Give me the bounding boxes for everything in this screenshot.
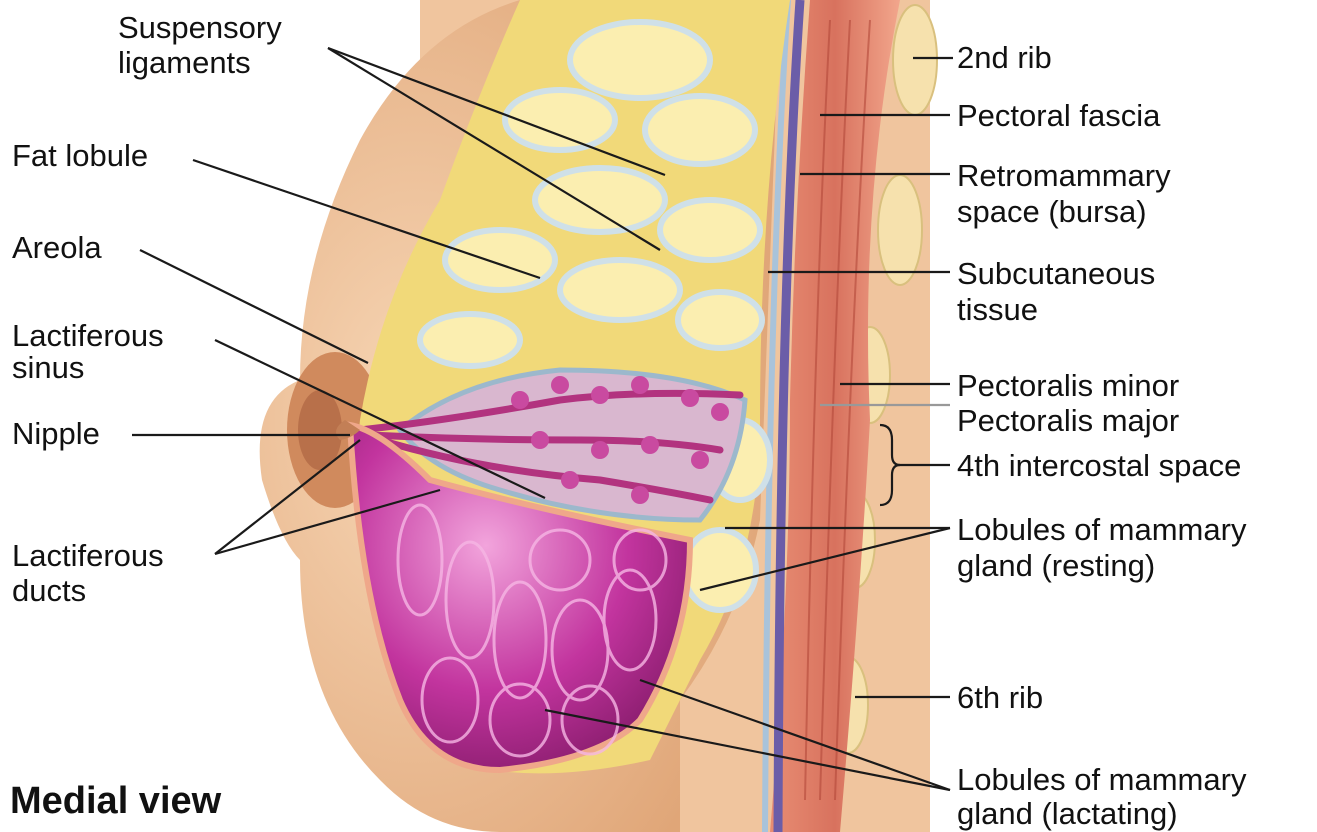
label-lobules-resting-line1: Lobules of mammary [957, 514, 1246, 545]
label-2nd-rib: 2nd rib [957, 42, 1052, 73]
label-lactiferous-sinus-line2: sinus [12, 352, 84, 383]
label-lactiferous-ducts-line1: Lactiferous [12, 540, 164, 571]
rib-3-shape [878, 175, 922, 285]
label-lactiferous-ducts-line2: ducts [12, 575, 86, 606]
label-suspensory-ligaments-line1: Suspensory [118, 12, 282, 43]
label-fat-lobule: Fat lobule [12, 140, 148, 171]
label-subcutaneous-tissue-line1: Subcutaneous [957, 258, 1155, 289]
label-lobules-resting-line2: gland (resting) [957, 550, 1155, 581]
label-nipple: Nipple [12, 418, 100, 449]
label-4th-intercostal-space: 4th intercostal space [957, 450, 1241, 481]
rib-2-shape [893, 5, 937, 115]
label-lactiferous-sinus-line1: Lactiferous [12, 320, 164, 351]
label-pectoralis-minor: Pectoralis minor [957, 370, 1179, 401]
label-retromammary-space-line2: space (bursa) [957, 196, 1147, 227]
label-suspensory-ligaments-line2: ligaments [118, 47, 251, 78]
label-subcutaneous-tissue-line2: tissue [957, 294, 1038, 325]
label-pectoral-fascia: Pectoral fascia [957, 100, 1160, 131]
view-title: Medial view [10, 780, 221, 823]
label-retromammary-space-line1: Retromammary [957, 160, 1171, 191]
label-lobules-lactating-line2: gland (lactating) [957, 798, 1178, 829]
label-lobules-lactating-line1: Lobules of mammary [957, 764, 1246, 795]
label-6th-rib: 6th rib [957, 682, 1043, 713]
label-pectoralis-major: Pectoralis major [957, 405, 1179, 436]
label-areola: Areola [12, 232, 102, 263]
